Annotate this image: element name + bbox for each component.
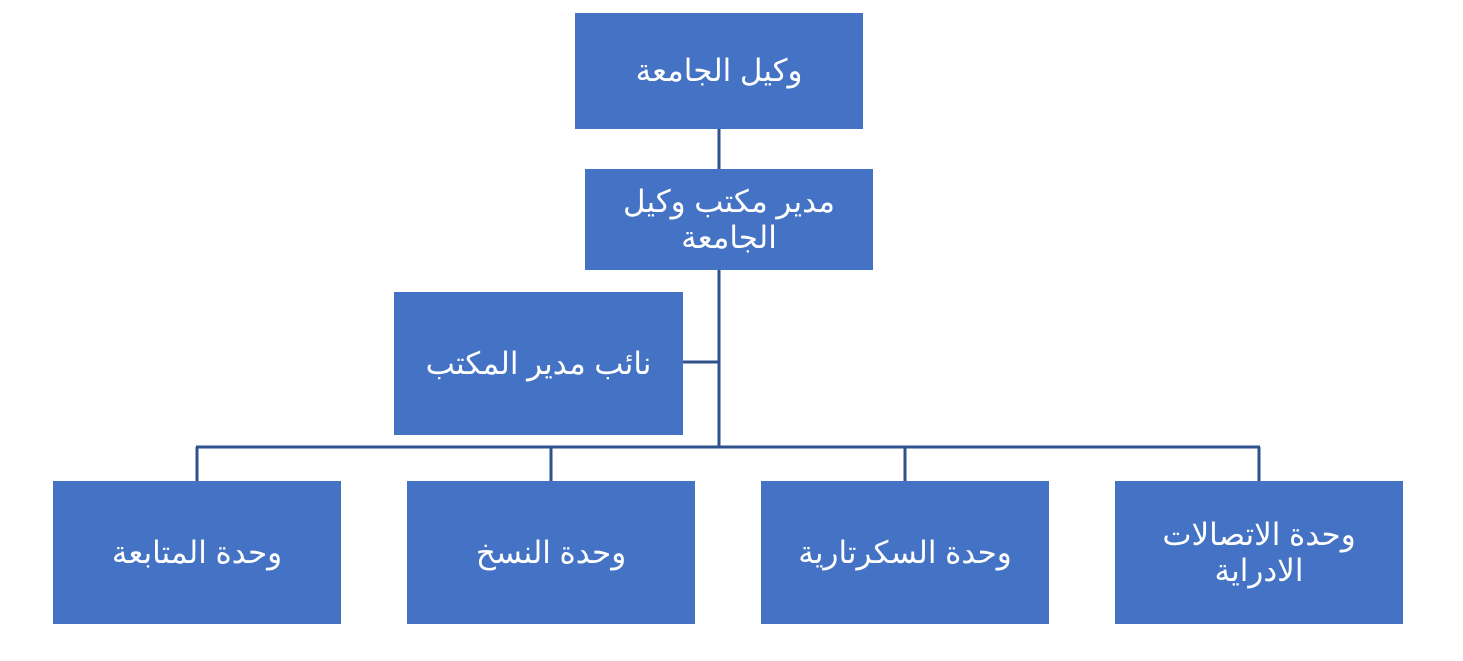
node-deputy-office-manager: نائب مدير المكتب [394, 292, 683, 435]
node-university-vice-president: وكيل الجامعة [575, 13, 863, 129]
node-unit-copying: وحدة النسخ [407, 481, 695, 624]
node-unit-admin-communications: وحدة الاتصالات الادراية [1115, 481, 1403, 624]
node-label: وحدة المتابعة [111, 534, 283, 570]
node-unit-secretariat: وحدة السكرتارية [761, 481, 1049, 624]
node-label: وحدة السكرتارية [798, 534, 1012, 570]
node-label: وكيل الجامعة [635, 53, 803, 89]
node-unit-follow-up: وحدة المتابعة [53, 481, 341, 624]
node-label: وحدة الاتصالات الادراية [1162, 516, 1356, 588]
node-label: مدير مكتب وكيل الجامعة [623, 183, 835, 255]
node-label: وحدة النسخ [475, 534, 627, 570]
node-label: نائب مدير المكتب [425, 345, 652, 381]
node-office-manager: مدير مكتب وكيل الجامعة [585, 169, 873, 270]
